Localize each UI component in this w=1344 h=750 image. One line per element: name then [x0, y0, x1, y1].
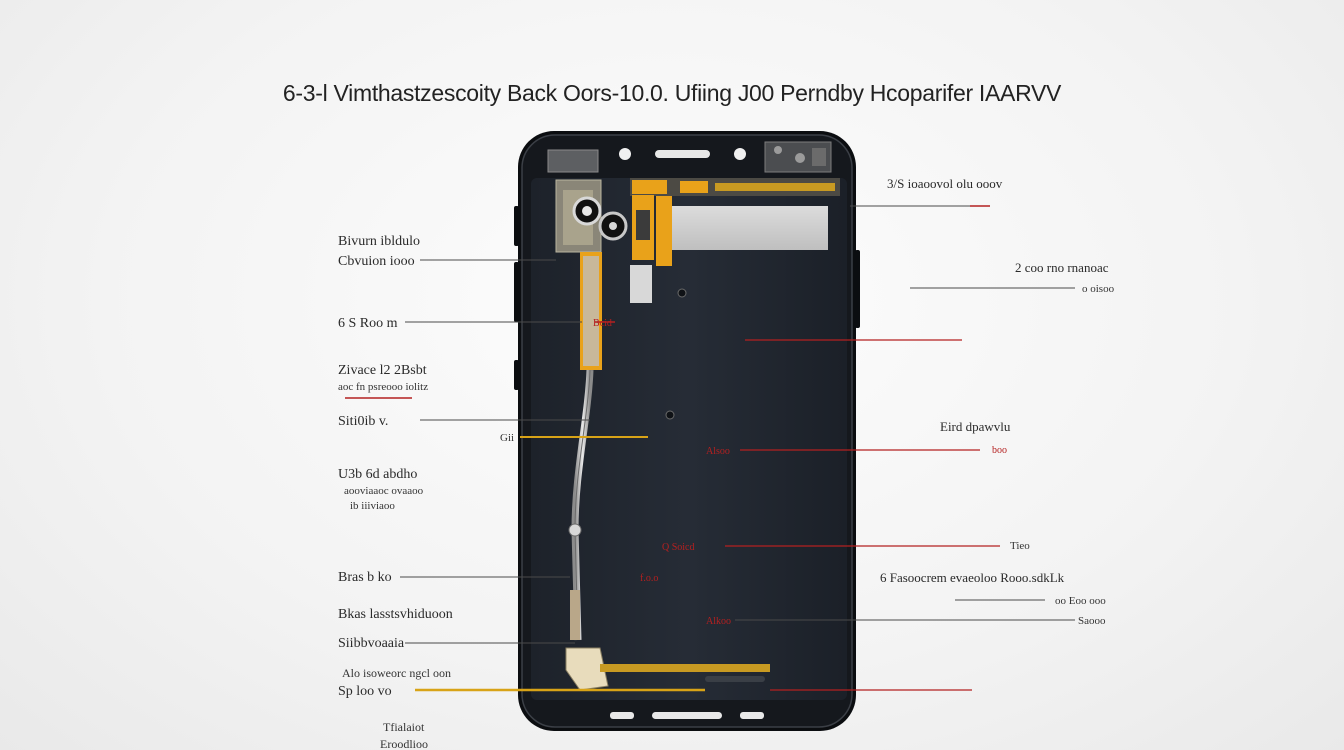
labels-inner: Bcid Alsoo Q Soicd f.o.o Alkoo: [593, 318, 731, 627]
label-left-1a: Bivurn ibldulo: [338, 234, 420, 249]
leader-lines-left: [345, 259, 705, 692]
labels-right: 3/S ioaoovol olu ooov 2 coo rno rnanoac …: [880, 176, 1115, 627]
label-inner-5: Alkoo: [706, 616, 731, 627]
label-right-4: Tieo: [1010, 540, 1030, 552]
label-inner-2: Alsoo: [706, 446, 730, 457]
side-key: [514, 360, 519, 390]
battery-label-plate: [672, 206, 828, 250]
bottom-bezel: [610, 712, 764, 719]
label-right-5b: oo Eoo ooo: [1055, 595, 1106, 607]
label-left-5b: aooviaaoc ovaaoo: [344, 485, 424, 497]
labels-left: Bivurn ibldulo Cbvuion iooo 6 S Roo m Zi…: [338, 234, 514, 750]
phone-back-panel: [531, 178, 847, 700]
label-inner-1: Bcid: [593, 318, 612, 329]
upper-internal-module: [555, 178, 840, 420]
label-right-5a: 6 Fasoocrem evaeoloo Rooo.sdkLk: [880, 570, 1065, 585]
label-left-5c: ib iiiviaoo: [350, 500, 395, 512]
front-sensor-icon: [619, 148, 631, 160]
speaker-grille: [652, 712, 722, 719]
label-left-7: Bkas lasstsvhiduoon: [338, 607, 453, 622]
label-inner-3: Q Soicd: [662, 542, 695, 553]
label-right-3b: boo: [992, 445, 1007, 456]
label-inner-4: f.o.o: [640, 573, 658, 584]
power-button: [855, 250, 860, 328]
label-left-5a: U3b 6d abdho: [338, 467, 417, 482]
phone-frame: [514, 131, 860, 731]
label-left-10b: Eroodlioo: [380, 737, 428, 750]
label-left-1b: Cbvuion iooo: [338, 254, 415, 269]
label-left-9a: Alo isoweorc ngcl oon: [342, 666, 451, 680]
label-right-1: 3/S ioaoovol olu ooov: [887, 176, 1003, 191]
label-left-10a: Tfialaiot: [383, 720, 425, 734]
label-left-2: 6 S Roo m: [338, 316, 398, 331]
label-left-9b: Sp loo vo: [338, 684, 392, 699]
label-left-4: Siti0ib v.: [338, 414, 388, 429]
label-left-4b: Gii: [500, 432, 514, 444]
label-right-2a: 2 coo rno rnanoac: [1015, 260, 1109, 275]
front-camera-icon: [734, 148, 746, 160]
earpiece-grille: [655, 150, 710, 158]
label-right-3: Eird dpawvlu: [940, 419, 1011, 434]
label-left-8: Siibbvoaaia: [338, 636, 405, 651]
volume-up-button: [514, 206, 519, 246]
top-flex-connector: [632, 180, 667, 194]
volume-down-button: [514, 262, 519, 322]
label-left-3b: aoc fn psreooo iolitz: [338, 381, 428, 393]
label-right-6: Saooo: [1078, 615, 1106, 627]
label-left-3a: Zivace l2 2Bsbt: [338, 363, 427, 378]
label-right-2b: o oisoo: [1082, 283, 1115, 295]
main-flex-cable: [565, 252, 770, 691]
diagram-title: 6-3-l Vimthastzescoity Back Oors-10.0. U…: [282, 80, 1062, 106]
label-left-6: Bras b ko: [338, 570, 392, 585]
leader-lines-right: [725, 205, 1075, 691]
top-bezel: [547, 141, 832, 173]
